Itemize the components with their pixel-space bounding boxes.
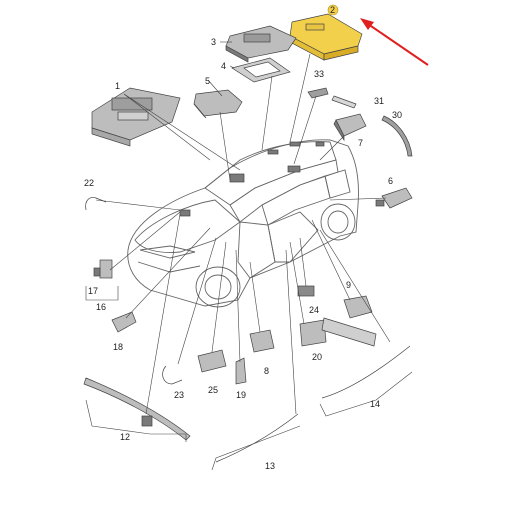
callout-13: 13 [265,461,275,471]
callout-22: 22 [84,178,94,188]
callout-6: 6 [388,176,393,186]
callout-2: 2 [330,5,335,15]
part-13-harness [215,413,299,463]
callout-19: 19 [236,390,246,400]
callout-14: 14 [370,399,380,409]
part-19-bracket [235,357,247,385]
callout-4: 4 [221,61,226,71]
callout-31: 31 [374,96,384,106]
callout-16: 16 [96,302,106,312]
part-1-roof-console [91,87,181,147]
part-5-lamp [193,89,243,119]
callout-3: 3 [211,37,216,47]
part-6-sensor [375,187,413,209]
part-24-button [297,285,315,297]
part-18-connector [111,311,137,333]
red-arrow-indicator [360,18,429,66]
callout-24: 24 [309,305,319,315]
callout-30: 30 [392,110,402,120]
part-handle-strip [321,317,377,347]
callout-labels: 1 2 3 4 5 6 7 8 9 12 13 14 16 17 18 19 2… [84,4,402,471]
part-31-strip [331,95,357,109]
part-17-switch [93,259,113,279]
part-14-harness [319,345,413,417]
part-4-frame [231,57,291,83]
part-12-harness [83,377,191,441]
callout-33: 33 [314,69,324,79]
part-8-sensor [249,329,275,353]
part-20-control-unit [299,319,327,347]
part-3-switch-panel [225,25,297,63]
callout-20: 20 [312,352,322,362]
callout-2-badge [327,4,339,16]
part-25-module [197,349,227,373]
callout-17: 17 [88,286,98,296]
part-7-module [333,113,367,142]
part-23-cable-clip [162,365,183,385]
leader-lines [85,41,391,471]
callout-7: 7 [358,138,363,148]
callout-8: 8 [264,366,269,376]
callout-25: 25 [208,385,218,395]
callout-23: 23 [174,390,184,400]
car-outline [127,139,359,308]
part-33-clip [307,87,329,99]
part-30-trim [381,115,413,157]
callout-12: 12 [120,432,130,442]
part-22-cable [85,197,107,211]
callout-5: 5 [205,76,210,86]
callout-9: 9 [346,280,351,290]
callout-1: 1 [115,81,120,91]
part-2-overhead-module [289,13,363,61]
callout-18: 18 [113,342,123,352]
